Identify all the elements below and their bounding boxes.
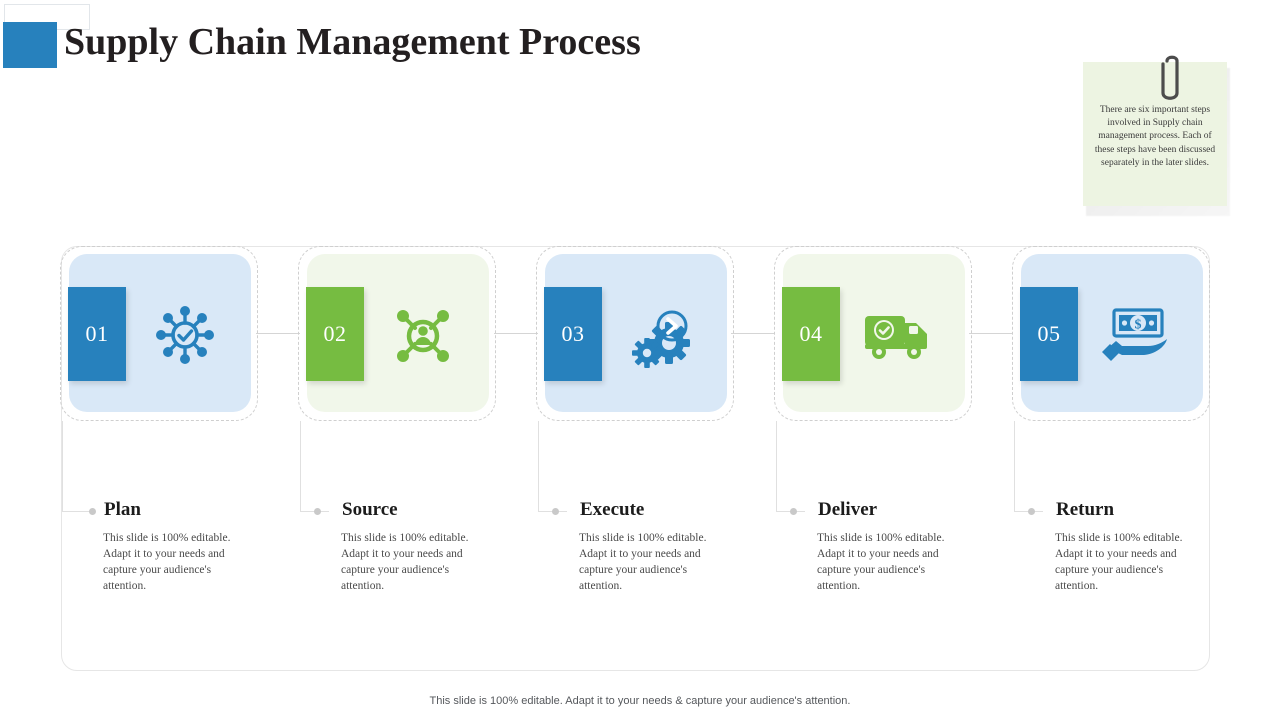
step-label-5: Return (1056, 499, 1115, 520)
page-title: Supply Chain Management Process (64, 21, 641, 63)
leg-horizontal-1 (62, 511, 91, 512)
step-label-3: Execute (580, 499, 645, 520)
step-number-text: 01 (85, 321, 109, 346)
step-card-05[interactable]: 05 $ (1012, 246, 1210, 421)
step-number-text: 03 (561, 321, 585, 346)
title-accent-block (3, 22, 57, 68)
step-description-1: This slide is 100% editable. Adapt it to… (103, 532, 231, 592)
step-dot-3 (552, 508, 559, 515)
step-number-badge: 02 (306, 287, 364, 381)
sticky-note-paper (1083, 62, 1227, 206)
card-dashed-border (60, 246, 258, 421)
step-label-1: Plan (104, 499, 141, 520)
leg-vertical-1 (62, 421, 63, 512)
sticky-note-text: There are six important steps involved i… (1094, 105, 1216, 168)
step-number-badge: 04 (782, 287, 840, 381)
card-dashed-border (298, 246, 496, 421)
hand-money-icon: $ (1098, 296, 1176, 374)
leg-vertical-4 (776, 421, 777, 512)
step-number-badge: 01 (68, 287, 126, 381)
step-description-3: This slide is 100% editable. Adapt it to… (579, 532, 707, 592)
connector-2-3 (494, 333, 538, 334)
step-label-2: Source (342, 499, 398, 520)
connector-3-4 (731, 333, 775, 334)
step-card-04[interactable]: 04 (774, 246, 972, 421)
step-dot-1 (89, 508, 96, 515)
footer-note: This slide is 100% editable. Adapt it to… (429, 695, 851, 707)
sticky-note: There are six important steps involved i… (1083, 55, 1230, 216)
network-hub-check-icon (146, 296, 224, 374)
step-description-4: This slide is 100% editable. Adapt it to… (817, 532, 945, 592)
step-number-text: 05 (1037, 321, 1061, 346)
step-dot-5 (1028, 508, 1035, 515)
step-label-4: Deliver (818, 499, 878, 520)
paperclip-icon (1153, 49, 1187, 112)
step-description-5: This slide is 100% editable. Adapt it to… (1055, 532, 1183, 592)
leg-vertical-2 (300, 421, 301, 512)
step-dot-4 (790, 508, 797, 515)
step-card-03[interactable]: 03 (536, 246, 734, 421)
leg-vertical-3 (538, 421, 539, 512)
card-dashed-border (774, 246, 972, 421)
step-card-01[interactable]: 01 (60, 246, 258, 421)
person-network-icon (384, 296, 462, 374)
connector-4-5 (969, 333, 1013, 334)
card-dashed-border (1012, 246, 1210, 421)
delivery-truck-check-icon (860, 296, 938, 374)
step-card-02[interactable]: 02 (298, 246, 496, 421)
step-description-2: This slide is 100% editable. Adapt it to… (341, 532, 469, 592)
step-dot-2 (314, 508, 321, 515)
step-card-row: 01 (0, 246, 1280, 421)
gears-play-icon (622, 296, 700, 374)
step-number-text: 04 (799, 321, 823, 346)
step-number-badge: 03 (544, 287, 602, 381)
step-number-text: 02 (323, 321, 347, 346)
leg-vertical-5 (1014, 421, 1015, 512)
connector-1-2 (256, 333, 300, 334)
step-number-badge: 05 (1020, 287, 1078, 381)
svg-text:$: $ (1135, 318, 1142, 333)
card-dashed-border (536, 246, 734, 421)
